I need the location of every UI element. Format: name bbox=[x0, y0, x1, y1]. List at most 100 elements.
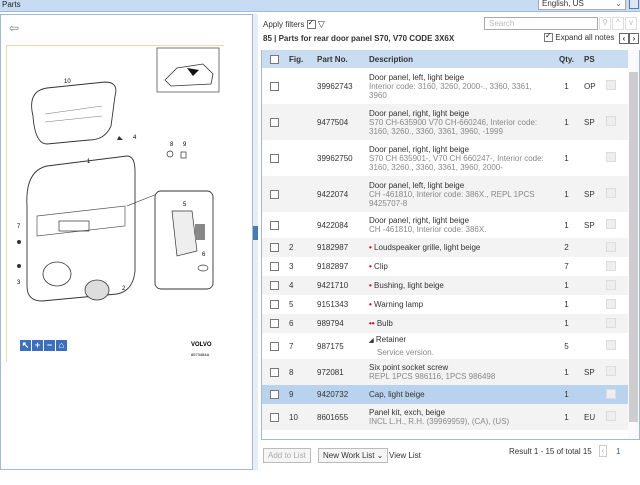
qty: 1 bbox=[549, 385, 584, 404]
row-checkbox[interactable] bbox=[270, 153, 279, 163]
row-checkbox[interactable] bbox=[270, 189, 279, 199]
col-fig[interactable]: Fig. bbox=[289, 50, 317, 68]
search-up-icon[interactable]: ^ bbox=[612, 17, 624, 30]
part-number[interactable]: 39962750 bbox=[317, 153, 353, 163]
row-checkbox[interactable] bbox=[270, 390, 279, 400]
expand-notes-checkbox[interactable] bbox=[544, 31, 553, 43]
note-icon[interactable] bbox=[606, 279, 616, 290]
select-all-checkbox[interactable] bbox=[270, 54, 279, 64]
table-row[interactable]: 4 9421710 • Bushing, light beige 1 bbox=[262, 276, 629, 295]
part-number[interactable]: 972081 bbox=[317, 359, 369, 385]
part-number[interactable]: 9422084 bbox=[317, 220, 349, 230]
description-note: CH -461810, Interior code: 386X. bbox=[369, 225, 487, 234]
description: Door panel, right, light beige bbox=[369, 144, 470, 154]
print-icon[interactable] bbox=[629, 0, 639, 9]
ps: SP bbox=[584, 359, 606, 385]
part-number[interactable]: 9182897 bbox=[317, 262, 349, 271]
new-work-list-label: New Work List bbox=[323, 451, 375, 460]
next-icon[interactable]: › bbox=[629, 33, 639, 44]
apply-filters-checkbox[interactable] bbox=[306, 18, 316, 30]
search-icon[interactable]: ⚲ bbox=[599, 17, 611, 30]
row-checkbox[interactable] bbox=[270, 281, 279, 291]
ps bbox=[584, 314, 606, 333]
part-number[interactable]: 9421710 bbox=[317, 276, 369, 295]
part-number[interactable]: 987175 bbox=[317, 341, 344, 351]
note-icon[interactable] bbox=[606, 80, 616, 90]
part-number[interactable]: 989794 bbox=[317, 314, 369, 333]
table-row[interactable]: 6 989794 •• Bulb 1 bbox=[262, 314, 629, 333]
new-work-list-select[interactable]: New Work List ⌄ bbox=[318, 448, 389, 463]
page-prev-icon[interactable]: ‹ bbox=[599, 445, 607, 457]
search-input[interactable]: Search bbox=[484, 17, 598, 30]
part-number[interactable]: 39962743 bbox=[317, 81, 353, 91]
part-number[interactable]: 9477504 bbox=[317, 104, 369, 140]
fig-cell bbox=[289, 176, 317, 212]
row-checkbox[interactable] bbox=[270, 412, 279, 422]
zoom-out-icon[interactable]: − bbox=[44, 340, 55, 351]
row-checkbox[interactable] bbox=[270, 341, 279, 351]
note-icon[interactable] bbox=[606, 188, 616, 198]
note-icon[interactable] bbox=[606, 219, 616, 229]
col-qty[interactable]: Qty. bbox=[549, 50, 584, 68]
scrollbar-thumb[interactable] bbox=[629, 72, 638, 422]
row-checkbox[interactable] bbox=[270, 117, 279, 127]
note-icon[interactable] bbox=[606, 388, 616, 399]
cursor-icon[interactable]: ↖ bbox=[20, 340, 31, 351]
panel-splitter[interactable] bbox=[253, 14, 258, 470]
callout-1: 1 bbox=[87, 159, 91, 165]
part-number[interactable]: 8601655 bbox=[317, 404, 369, 430]
language-select[interactable]: English, US⌄ bbox=[538, 0, 626, 10]
row-checkbox[interactable] bbox=[270, 300, 279, 310]
row-checkbox[interactable] bbox=[270, 243, 279, 253]
zoom-in-icon[interactable]: + bbox=[32, 340, 43, 351]
part-number[interactable]: 9420732 bbox=[317, 385, 369, 404]
row-checkbox[interactable] bbox=[270, 81, 279, 91]
note-icon[interactable] bbox=[606, 260, 616, 271]
illustration-code: 8573484A bbox=[191, 352, 210, 357]
row-checkbox[interactable] bbox=[270, 220, 279, 230]
note-icon[interactable] bbox=[606, 116, 616, 126]
search-down-icon[interactable]: v bbox=[625, 17, 637, 30]
prev-icon[interactable]: ‹ bbox=[619, 33, 629, 44]
page-number[interactable]: 1 bbox=[616, 447, 621, 456]
col-description[interactable]: Description bbox=[369, 50, 549, 68]
table-row[interactable]: 3 9182897 • Clip 7 bbox=[262, 257, 629, 276]
col-part-no[interactable]: Part No. bbox=[317, 50, 369, 68]
qty: 1 bbox=[549, 404, 584, 430]
scrollbar[interactable] bbox=[628, 50, 639, 439]
view-list-link[interactable]: View List bbox=[389, 451, 421, 460]
note-icon[interactable] bbox=[606, 411, 616, 421]
row-checkbox[interactable] bbox=[270, 367, 279, 377]
part-number[interactable]: 9151343 bbox=[317, 300, 349, 309]
note-icon[interactable] bbox=[606, 298, 616, 309]
col-ps[interactable]: PS bbox=[584, 50, 606, 68]
part-number[interactable]: 9182987 bbox=[317, 238, 369, 257]
ps bbox=[584, 295, 606, 314]
note-icon[interactable] bbox=[606, 340, 616, 350]
note-icon[interactable] bbox=[606, 152, 616, 162]
table-row[interactable]: 5 9151343 • Warning lamp 1 bbox=[262, 295, 629, 314]
row-checkbox[interactable] bbox=[270, 262, 279, 272]
back-arrow-icon[interactable]: ⇦ bbox=[9, 21, 20, 35]
home-icon[interactable]: ⌂ bbox=[56, 340, 67, 351]
part-number[interactable]: 9422074 bbox=[317, 176, 369, 212]
filter-icon[interactable]: ▽ bbox=[317, 19, 325, 29]
add-to-list-button[interactable]: Add to List bbox=[263, 448, 311, 463]
row-checkbox[interactable] bbox=[270, 319, 279, 329]
fig-cell: 5 bbox=[289, 300, 294, 309]
table-row[interactable]: 2 9182987 • Loudspeaker grille, light be… bbox=[262, 238, 629, 257]
note-icon[interactable] bbox=[606, 241, 616, 252]
collapse-arrow-icon[interactable] bbox=[253, 226, 258, 240]
fig-cell: 2 bbox=[289, 238, 317, 257]
note-icon[interactable] bbox=[606, 366, 616, 376]
note-icon[interactable] bbox=[606, 317, 616, 328]
table-row[interactable]: 9 9420732 Cap, light beige 1 bbox=[262, 385, 629, 404]
